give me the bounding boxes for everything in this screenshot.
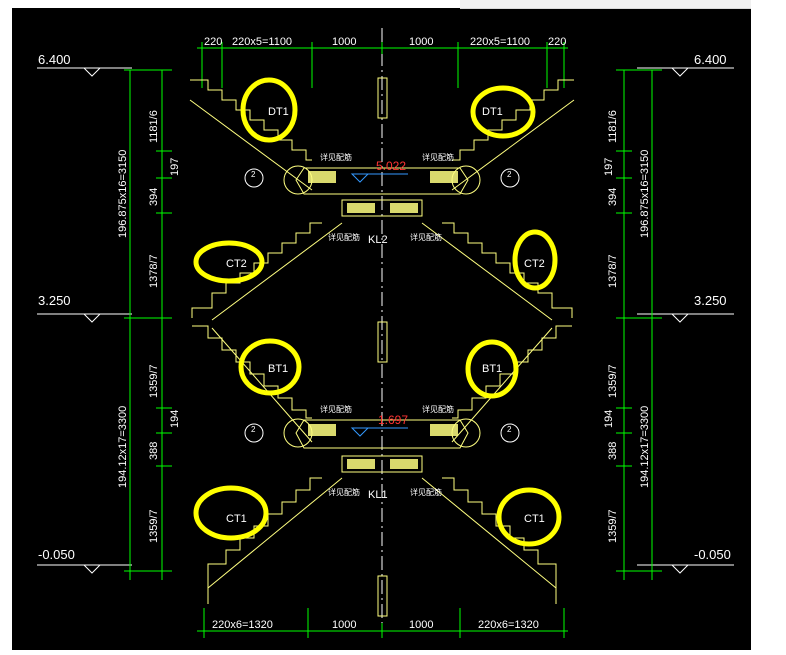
- level-label-top-left: 6.400: [38, 52, 71, 67]
- right-margin: [751, 0, 786, 652]
- stair-section-drawing: 6.400 6.400 3.250 3.250 -0.050 -0.050 22…: [37, 28, 734, 638]
- post-bottom: [377, 575, 388, 617]
- left-upper-total: 196.875x16=3150: [117, 150, 129, 238]
- right-lower-c: 388: [607, 442, 619, 460]
- left-lower-b: 194: [169, 410, 181, 428]
- post-top: [377, 77, 388, 119]
- rebar-note-2: 详见配筋: [422, 152, 454, 162]
- elevation-marker-lower: [350, 427, 370, 437]
- bottom-dim-center-right: 1000: [409, 619, 433, 631]
- rebar-note-5: 详见配筋: [320, 404, 352, 414]
- bottom-dim-right-treads: 220x6=1320: [478, 619, 539, 631]
- landing-elevation-upper: 5.022: [376, 159, 406, 173]
- stair-flight-upper-left: [190, 79, 312, 161]
- rebar-note-7: 详见配筋: [328, 487, 360, 497]
- right-lower-d: 1359/7: [607, 509, 619, 543]
- rebar-note-3: 详见配筋: [328, 232, 360, 242]
- upper-landing-slab: [295, 167, 469, 195]
- left-upper-d: 1378/7: [148, 254, 160, 288]
- right-upper-d: 1378/7: [607, 254, 619, 288]
- stair-flight-ct1-right: [442, 477, 557, 604]
- rebar-note-8: 详见配筋: [410, 487, 442, 497]
- axis-mark-right-lower: 2: [507, 425, 512, 434]
- rebar-note-4: 详见配筋: [410, 232, 442, 242]
- level-label-bottom-left: -0.050: [38, 547, 75, 562]
- stair-flight-bt1-left: [192, 325, 312, 419]
- label-ct1-right: CT1: [524, 513, 545, 525]
- rebar-note-6: 详见配筋: [422, 404, 454, 414]
- axis-marks: [244, 165, 520, 448]
- hatched-beams: [308, 171, 458, 469]
- highlight-ellipses: [193, 77, 562, 547]
- left-lower-c: 388: [148, 442, 160, 460]
- right-lower-a: 1359/7: [607, 364, 619, 398]
- label-ct2-right: CT2: [524, 258, 545, 270]
- label-bt1-left: BT1: [268, 363, 288, 375]
- level-label-bottom-right: -0.050: [694, 547, 731, 562]
- right-upper-total: 196.875x16=3150: [639, 150, 651, 238]
- stair-flight-ct1-left: [207, 477, 322, 604]
- stair-flight-ct2-left: [191, 222, 322, 318]
- top-dim-left-treads: 220x5=1100: [232, 36, 292, 48]
- right-lower-b: 194: [603, 410, 615, 428]
- bottom-dim-center-left: 1000: [332, 619, 356, 631]
- highlight-dt1-right: [470, 85, 536, 139]
- landing-elevation-lower: 1.697: [378, 413, 408, 427]
- post-middle: [377, 321, 388, 363]
- cad-drawing-canvas[interactable]: 6.400 6.400 3.250 3.250 -0.050 -0.050 22…: [12, 8, 751, 650]
- label-dt1-left: DT1: [268, 106, 289, 118]
- label-ct2-left: CT2: [226, 258, 247, 270]
- stair-outlines: [189, 79, 575, 604]
- highlight-ct1-right: [496, 487, 562, 547]
- left-upper-b: 197: [169, 158, 181, 176]
- right-upper-a: 1181/6: [607, 110, 619, 143]
- lower-beam-area: [341, 455, 423, 473]
- right-lower-total: 194.12x17=3300: [639, 406, 651, 488]
- upper-beam-area: [341, 199, 423, 217]
- beam-label-upper: KL2: [368, 234, 388, 246]
- left-lower-total: 194.12x17=3300: [117, 406, 129, 488]
- top-dim-left-small: 220: [204, 36, 222, 48]
- right-upper-b: 197: [603, 158, 615, 176]
- beam-label-lower: KL1: [368, 489, 388, 501]
- level-lines: [37, 67, 734, 574]
- highlight-ct1-left: [193, 485, 269, 541]
- axis-mark-right-upper: 2: [507, 170, 512, 179]
- axis-mark-left-lower: 2: [251, 425, 256, 434]
- top-dim-right-small: 220: [548, 36, 566, 48]
- stair-flight-bt1-right: [452, 325, 572, 419]
- right-upper-c: 394: [607, 188, 619, 206]
- label-dt1-right: DT1: [482, 106, 503, 118]
- left-upper-a: 1181/6: [148, 110, 160, 143]
- highlight-bt1-right: [465, 339, 519, 399]
- left-upper-c: 394: [148, 188, 160, 206]
- highlight-ct2-left: [193, 240, 265, 284]
- left-lower-a: 1359/7: [148, 364, 160, 398]
- highlight-ct2-right: [512, 229, 558, 291]
- axis-mark-left-upper: 2: [251, 170, 256, 179]
- label-ct1-left: CT1: [226, 513, 247, 525]
- level-label-mid-left: 3.250: [38, 293, 71, 308]
- highlight-dt1-left: [240, 77, 298, 143]
- bottom-dim-left-treads: 220x6=1320: [212, 619, 273, 631]
- elevation-marker-upper: [350, 173, 370, 183]
- left-lower-d: 1359/7: [148, 509, 160, 543]
- bottom-dimension-line: [197, 608, 568, 638]
- top-dim-right-treads: 220x5=1100: [470, 36, 530, 48]
- label-bt1-right: BT1: [482, 363, 502, 375]
- stair-flight-upper-right: [452, 79, 574, 161]
- vertical-dimension-lines: [124, 69, 662, 580]
- rebar-note-1: 详见配筋: [320, 152, 352, 162]
- top-dim-center-right: 1000: [409, 36, 433, 48]
- top-toolbar-strip: [460, 0, 751, 9]
- level-label-top-right: 6.400: [694, 52, 727, 67]
- level-label-mid-right: 3.250: [694, 293, 727, 308]
- highlight-bt1-left: [238, 338, 302, 396]
- top-dim-center-left: 1000: [332, 36, 356, 48]
- stair-flight-ct2-right: [442, 222, 573, 318]
